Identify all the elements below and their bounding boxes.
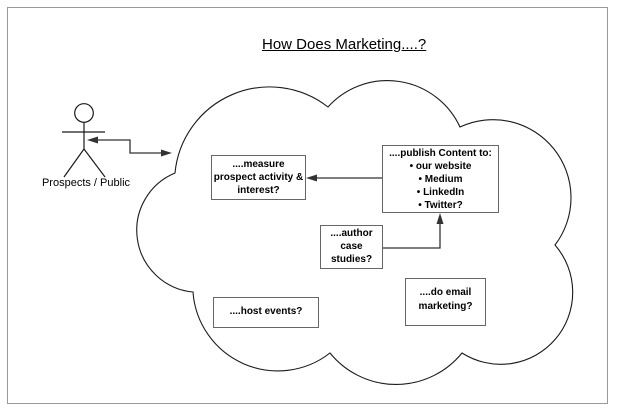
arrowhead-into-measure <box>306 174 317 182</box>
arrowhead-right <box>161 149 172 157</box>
author-to-publish-line <box>383 223 441 249</box>
publish-to-measure-connector <box>306 174 382 182</box>
author-to-publish-connector <box>383 213 444 249</box>
box-do-email-marketing: ....do email marketing? <box>405 278 486 326</box>
actor-figure <box>62 103 106 178</box>
diagram-title: How Does Marketing....? <box>262 36 427 53</box>
box-measure-prospect-activity: ....measure prospect activity & interest… <box>211 155 306 200</box>
box-author-case-studies: ....author case studies? <box>320 225 383 269</box>
actor-head <box>74 103 94 123</box>
actor-leg-right <box>83 148 106 178</box>
page-border-frame <box>7 7 608 404</box>
actor-leg-left <box>63 148 85 178</box>
actor-cloud-connector-line <box>96 139 162 154</box>
arrowhead-left <box>87 136 98 144</box>
actor-label: Prospects / Public <box>41 177 131 189</box>
arrowhead-into-publish <box>436 213 444 224</box>
box-host-events: ....host events? <box>213 297 319 328</box>
box-publish-content: ....publish Content to: • our website • … <box>382 145 499 213</box>
actor-cloud-connector <box>87 136 172 157</box>
